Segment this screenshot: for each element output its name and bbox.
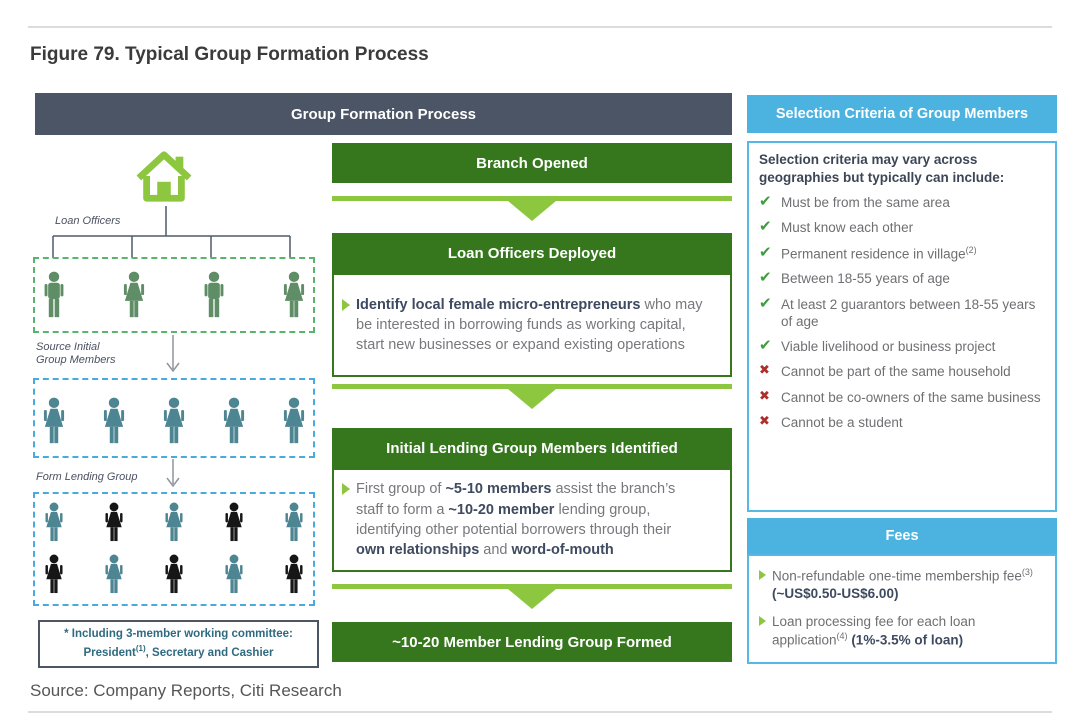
form-lending-label: Form Lending Group — [36, 471, 138, 483]
female-person-icon — [283, 397, 305, 444]
female-person-icon — [43, 397, 65, 444]
female-person-icon — [163, 397, 185, 444]
lending-group-box — [33, 492, 315, 606]
flow-step-branch-opened: Branch Opened — [332, 143, 732, 183]
criteria-item: ✖Cannot be co-owners of the same busines… — [759, 387, 1041, 405]
criteria-item: ✖Cannot be part of the same household — [759, 362, 1011, 380]
selection-criteria-header: Selection Criteria of Group Members — [747, 95, 1057, 133]
male-person-icon — [204, 271, 224, 318]
group-formation-header: Group Formation Process — [35, 93, 732, 135]
flow-arrow-bar — [332, 584, 732, 589]
flow-arrow-bar — [332, 196, 732, 201]
loan-officers-group-box — [33, 257, 315, 333]
cross-icon: ✖ — [759, 362, 770, 378]
bullet-arrow-icon — [342, 298, 350, 311]
female-person-icon — [285, 554, 303, 594]
flow-step-loan-officers-text: Identify local female micro-entrepreneur… — [356, 296, 703, 354]
flow-step-group-formed: ~10-20 Member Lending Group Formed — [332, 622, 732, 662]
female-person-icon — [105, 554, 123, 594]
flow-arrow-down-icon — [508, 589, 556, 609]
flow-step-members-identified-label: Initial Lending Group Members Identified — [386, 439, 678, 457]
initial-members-group-box — [33, 378, 315, 458]
flow-arrow-down-icon — [508, 389, 556, 409]
source-note: Source: Company Reports, Citi Research — [30, 681, 342, 700]
criteria-intro: Selection criteria may vary across geogr… — [759, 152, 1005, 185]
female-person-icon — [223, 397, 245, 444]
criteria-item: ✔Between 18-55 years of age — [759, 269, 950, 287]
criteria-item: ✔Must know each other — [759, 218, 914, 236]
bullet-arrow-icon — [342, 483, 350, 496]
flow-step-members-identified-text: First group of ~5-10 members assist the … — [356, 481, 676, 559]
loan-officers-label: Loan Officers — [55, 215, 121, 227]
figure-title: Figure 79. Typical Group Formation Proce… — [30, 44, 429, 65]
lending-group-row-1 — [43, 498, 305, 550]
committee-note-line2: President(1), Secretary and Cashier — [83, 644, 274, 659]
committee-note-line1: * Including 3-member working committee: — [64, 628, 293, 641]
house-icon — [136, 151, 192, 202]
criteria-item: ✔Permanent residence in village(2) — [759, 243, 977, 262]
flow-arrow-down-icon — [508, 201, 556, 221]
female-person-icon — [165, 502, 183, 542]
top-divider — [28, 26, 1052, 28]
female-person-icon — [103, 397, 125, 444]
check-icon: ✔ — [759, 218, 772, 236]
fees-panel: Non-refundable one-time membership fee(3… — [747, 554, 1057, 664]
source-initial-label: Source Initial Group Members — [36, 341, 116, 367]
check-icon: ✔ — [759, 337, 772, 355]
group-formation-header-label: Group Formation Process — [290, 105, 477, 123]
arrow-down-icon — [166, 459, 180, 488]
flow-arrow-bar — [332, 384, 732, 389]
criteria-item: ✖Cannot be a student — [759, 412, 903, 430]
flow-step-loan-officers-body: Identify local female micro-entrepreneur… — [332, 273, 732, 377]
criteria-list: ✔Must be from the same area ✔Must know ea… — [759, 194, 1045, 431]
flow-step-members-identified-header: Initial Lending Group Members Identified — [332, 428, 732, 468]
arrow-down-icon — [166, 335, 180, 373]
criteria-panel: Selection criteria may vary across geogr… — [747, 141, 1057, 512]
fees-list: Non-refundable one-time membership fee(3… — [759, 567, 1045, 649]
flow-step-loan-officers-header: Loan Officers Deployed — [332, 233, 732, 273]
fee-item: Loan processing fee for each loan applic… — [759, 613, 1045, 649]
bottom-divider — [28, 711, 1052, 713]
female-person-icon — [45, 502, 63, 542]
female-person-icon — [225, 502, 243, 542]
criteria-item: ✔Viable livelihood or business project — [759, 337, 996, 355]
check-icon: ✔ — [759, 243, 772, 261]
flow-step-loan-officers-label: Loan Officers Deployed — [447, 244, 617, 262]
female-person-icon — [283, 271, 305, 318]
criteria-item: ✔Must be from the same area — [759, 193, 950, 211]
female-person-icon — [105, 502, 123, 542]
cross-icon: ✖ — [759, 387, 770, 403]
selection-criteria-header-label: Selection Criteria of Group Members — [775, 106, 1029, 122]
fees-header: Fees — [747, 518, 1057, 554]
fee-item: Non-refundable one-time membership fee(3… — [759, 567, 1045, 603]
female-person-icon — [165, 554, 183, 594]
cross-icon: ✖ — [759, 412, 770, 428]
female-person-icon — [123, 271, 145, 318]
flow-step-branch-opened-label: Branch Opened — [476, 154, 588, 172]
committee-note: * Including 3-member working committee: … — [38, 620, 319, 668]
tree-connector — [52, 206, 291, 258]
fees-header-label: Fees — [885, 528, 919, 544]
female-person-icon — [285, 502, 303, 542]
flow-step-members-identified-body: First group of ~5-10 members assist the … — [332, 468, 732, 572]
bullet-arrow-icon — [759, 570, 766, 580]
female-person-icon — [45, 554, 63, 594]
female-person-icon — [225, 554, 243, 594]
male-person-icon — [44, 271, 64, 318]
check-icon: ✔ — [759, 269, 772, 287]
check-icon: ✔ — [759, 193, 772, 211]
bullet-arrow-icon — [759, 616, 766, 627]
check-icon: ✔ — [759, 294, 772, 312]
criteria-item: ✔At least 2 guarantors between 18-55 yea… — [759, 294, 1036, 329]
flow-step-group-formed-label: ~10-20 Member Lending Group Formed — [392, 633, 672, 651]
lending-group-row-2 — [43, 550, 305, 602]
